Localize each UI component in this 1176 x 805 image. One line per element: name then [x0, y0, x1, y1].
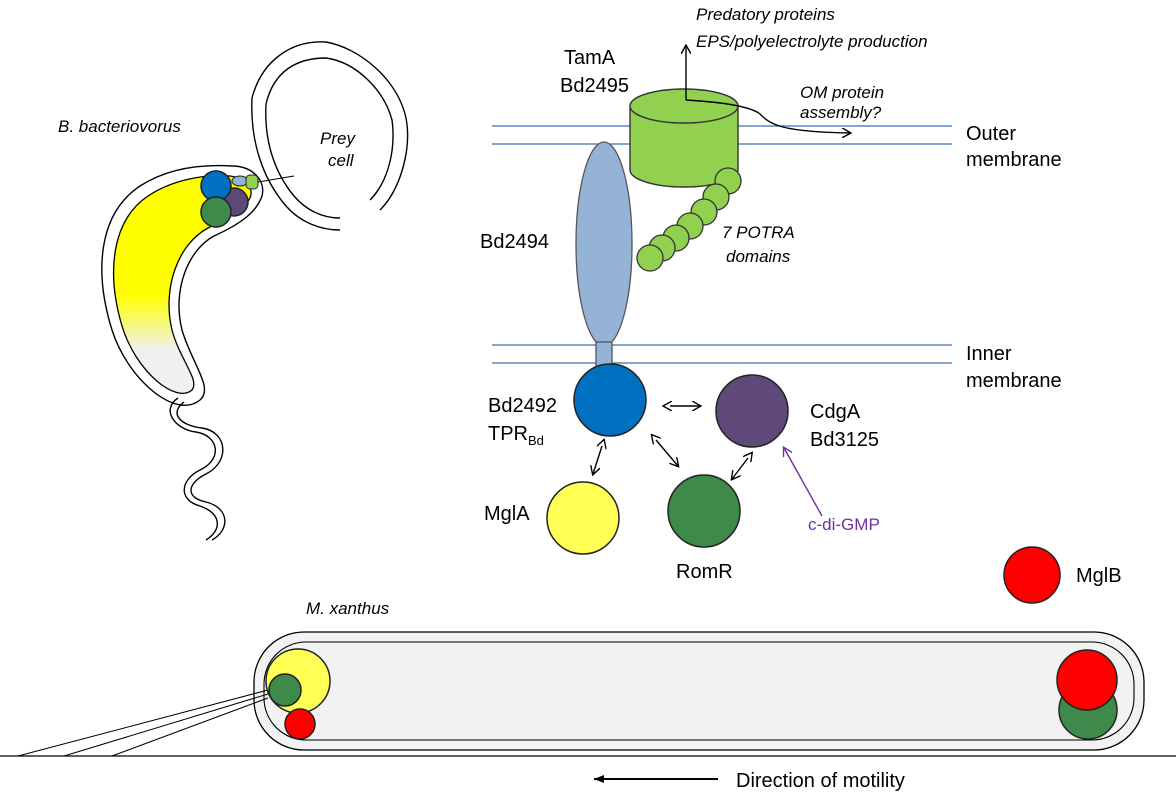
cdgA-label-1: CdgA — [810, 401, 861, 423]
pilus — [63, 693, 269, 757]
bd2494-shape — [575, 141, 633, 347]
tamA-barrel-top — [629, 88, 739, 124]
bd2492-romR-arrow — [656, 440, 678, 466]
myxo-mglB-leading — [284, 708, 316, 740]
tpr-label: TPRBd — [488, 423, 544, 448]
bdello-tamA-dot — [245, 174, 259, 190]
prey-cell-edge-inner — [265, 103, 341, 219]
myxo-cell-inner — [263, 641, 1135, 741]
bd2494-label: Bd2494 — [480, 231, 549, 253]
tamA-label-1: TamA — [564, 47, 616, 69]
bdello-outer-envelope — [101, 164, 264, 406]
mglB-circle — [1003, 546, 1061, 604]
bdello-contact-line — [257, 175, 295, 183]
potra-label-2: domains — [726, 247, 791, 266]
mglA-circle — [546, 481, 620, 555]
bdello-flagellum — [169, 397, 218, 541]
bd2492-mglA-arrow — [593, 446, 602, 474]
outer-membrane-label-2: membrane — [966, 149, 1062, 171]
bd2492-label: Bd2492 — [488, 395, 557, 417]
tpr-label-main: TPR — [488, 423, 528, 445]
cdgA-romR-arrow — [732, 458, 748, 479]
potra-chain — [636, 167, 742, 272]
om-assembly-label-1: OM protein — [800, 83, 884, 102]
eps-label: EPS/polyelectrolyte production — [696, 32, 928, 51]
om-assembly-label-2: assembly? — [800, 103, 882, 122]
prey-label-line1: Prey — [320, 129, 356, 148]
pilus — [17, 689, 269, 757]
myxococcus-panel: M. xanthus Direction of motility — [0, 599, 1176, 792]
outer-membrane-label-1: Outer — [966, 123, 1016, 145]
bdello-flagellum-2 — [176, 401, 226, 541]
prey-label-line2: cell — [328, 151, 355, 170]
myxo-romR-leading — [268, 673, 302, 707]
c-di-gmp-label: c-di-GMP — [808, 515, 880, 534]
tpr-label-sub: Bd — [528, 433, 544, 448]
predatory-label: Predatory proteins — [696, 5, 835, 24]
mglA-label: MglA — [484, 503, 530, 525]
prey-cell-edge — [251, 97, 341, 231]
pilus — [111, 697, 269, 757]
motility-label: Direction of motility — [736, 770, 905, 792]
potra-domain — [636, 244, 664, 272]
prey-cell-wall — [251, 41, 409, 211]
cdgA-label-2: Bd3125 — [810, 429, 879, 451]
prey-cell-wall-inner — [265, 57, 394, 201]
myxo-mglB-lagging — [1056, 649, 1118, 711]
cdgA-circle — [715, 374, 789, 448]
potra-label-1: 7 POTRA — [722, 223, 795, 242]
inner-membrane-label-2: membrane — [966, 370, 1062, 392]
c-di-gmp-arrow — [784, 448, 823, 517]
bdello-romR-dot — [200, 196, 232, 228]
myxo-species-label: M. xanthus — [306, 599, 390, 618]
romR-circle — [667, 474, 741, 548]
inner-membrane-label-1: Inner — [966, 343, 1012, 365]
romR-label: RomR — [676, 561, 733, 583]
bdello-species-label: B. bacteriovorus — [58, 117, 181, 136]
om-assembly-arrow — [685, 99, 850, 133]
tamA-label-2: Bd2495 — [560, 75, 629, 97]
membrane-panel: Outer membrane Inner membrane — [492, 123, 1062, 392]
mglB-label: MglB — [1076, 565, 1122, 587]
bdellovibrio-panel: B. bacteriovorus Prey cell — [58, 41, 409, 541]
bd2492-circle — [573, 363, 647, 437]
protein-panel: TamA Bd2495 Predatory proteins EPS/polye… — [480, 5, 1122, 604]
